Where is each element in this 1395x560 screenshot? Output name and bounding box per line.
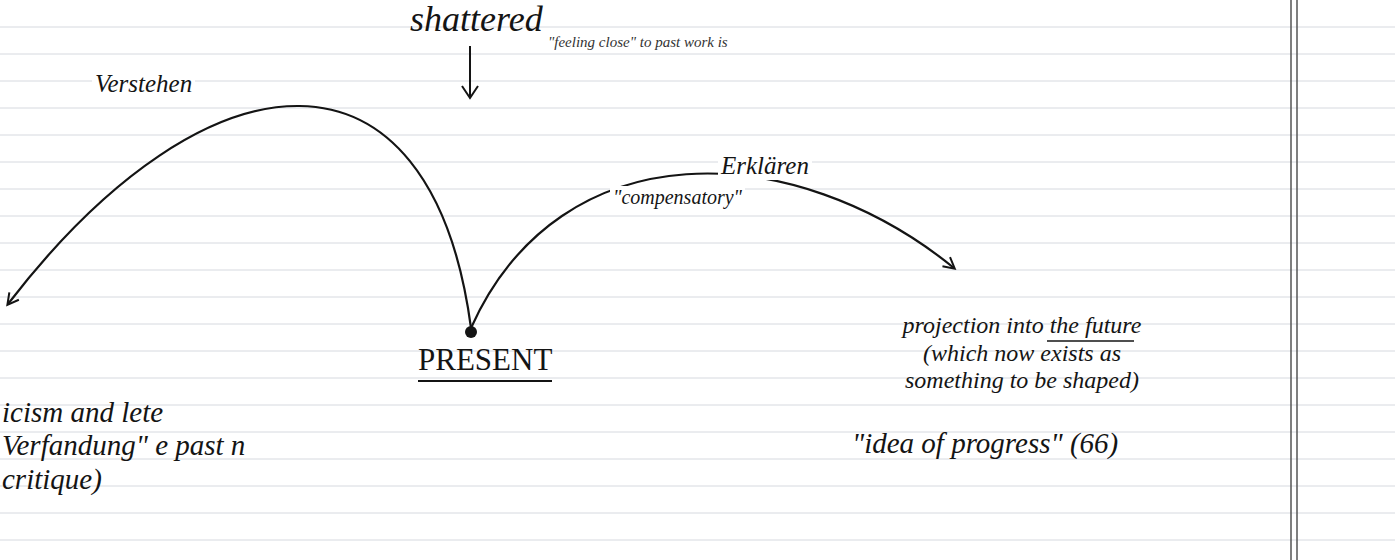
- note-text: projection into the future (which now ex…: [872, 312, 1172, 395]
- present-dot: [465, 326, 477, 338]
- future-note: projection into the future (which now ex…: [872, 312, 1172, 395]
- edge-label: Verstehen: [92, 70, 195, 98]
- page-reference: "idea of progress" (66): [852, 428, 1118, 460]
- note-text: PRESENT: [418, 342, 552, 382]
- edge-label: Erklären: [718, 152, 812, 180]
- note-text: icism and lete Verfandung" e past n crit…: [2, 396, 252, 496]
- arc-arrow: [8, 106, 471, 328]
- margin-rule: [1291, 0, 1297, 560]
- quote-note: "feeling close" to past work is: [548, 34, 728, 51]
- arc-arrow: [471, 174, 954, 328]
- ruled-lines: [0, 27, 1395, 540]
- arc-note: "compensatory": [610, 186, 745, 208]
- present-node: PRESENT: [418, 326, 552, 382]
- note-word: shattered: [410, 0, 543, 40]
- past-note: icism and lete Verfandung" e past n crit…: [2, 396, 252, 496]
- leader-arrow: [462, 46, 478, 98]
